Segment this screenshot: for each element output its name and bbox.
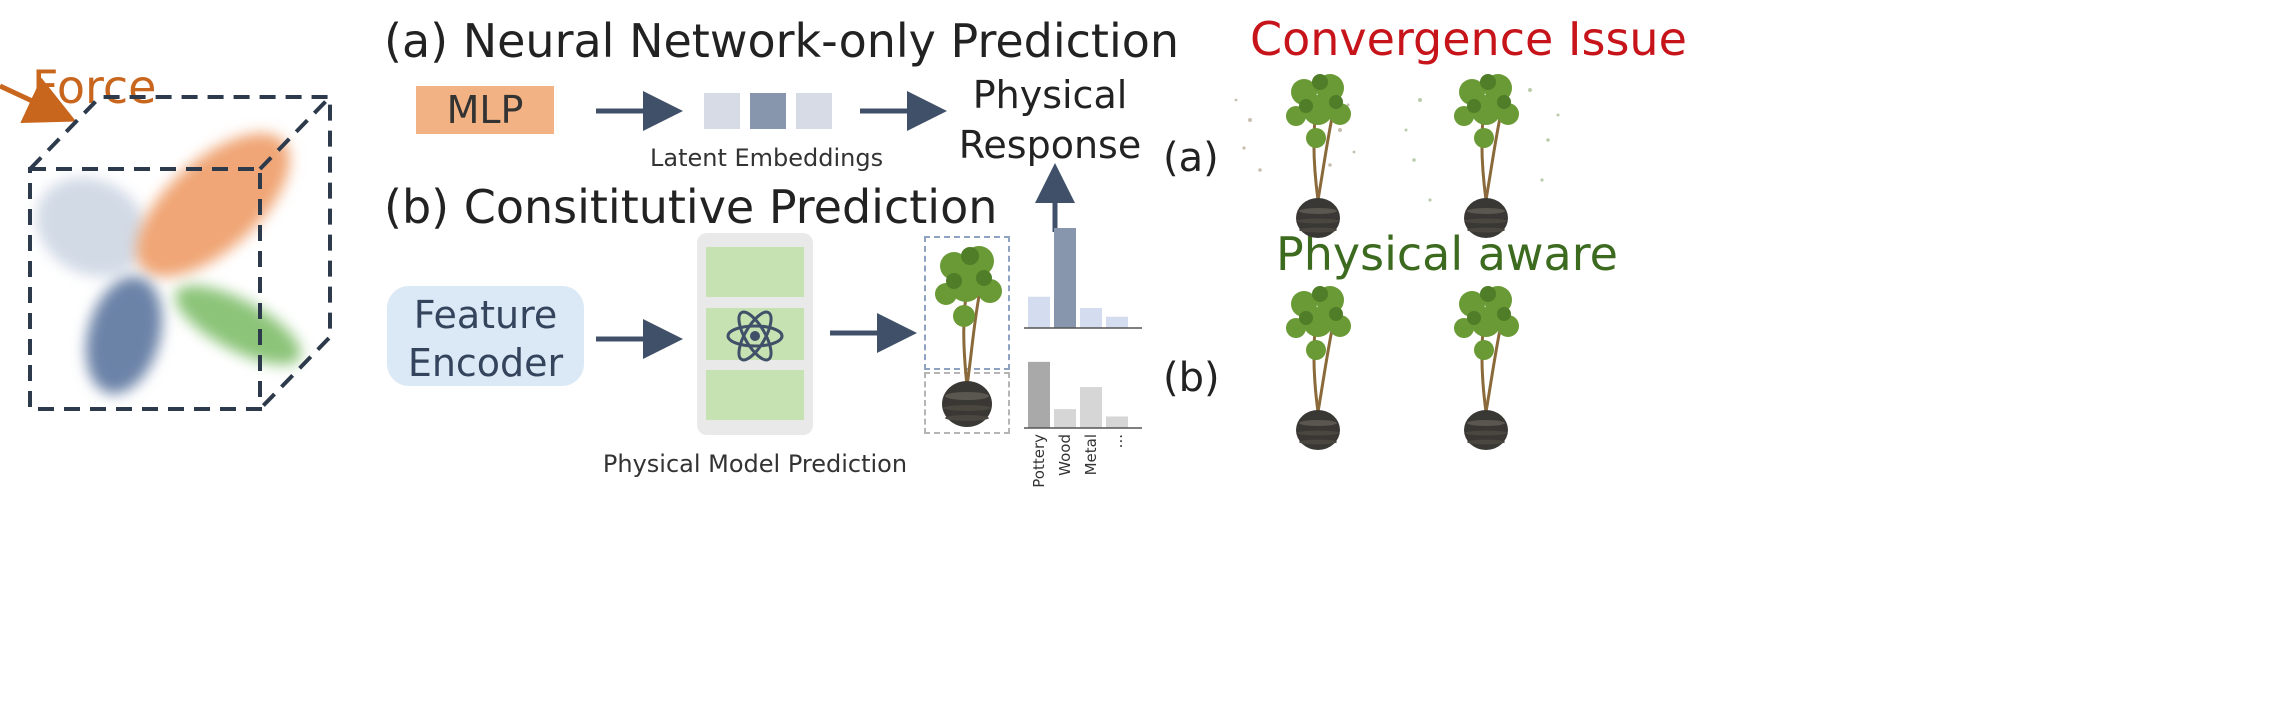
plant-physical-aware-2 [1452,284,1521,452]
physical-response-line1: Physical [972,73,1128,117]
response-bar-4 [1106,316,1128,328]
atom-icon [726,310,784,362]
feature-encoder-box [387,286,584,386]
plant-image-segmented [935,246,1002,427]
latent-embeddings-label: Latent Embeddings [650,144,884,172]
force-arrow [0,77,77,124]
material-tick-label: Metal [1082,434,1100,475]
gaussian-blob-green [175,285,301,365]
gaussian-cube-illustration [0,77,332,411]
row-b-label: (b) [1163,355,1220,401]
mlp-box [416,86,554,134]
plant-convergence-issue-2 [1404,72,1560,240]
response-bar-3 [1080,308,1102,328]
convergence-issue-title: Convergence Issue [1250,12,1687,66]
mlp-label: MLP [446,88,524,132]
panel-b-title: (b) Consititutive Prediction [384,180,998,234]
physical-model-label: Physical Model Prediction [602,450,908,478]
material-bar-charts: Pottery Wood Metal... [1024,228,1142,488]
material-tick-label: Wood [1056,434,1074,476]
material-tick-label: ... [1108,434,1126,448]
feature-encoder-line2: Encoder [407,341,564,385]
material-bar-1 [1028,361,1050,428]
panel-a-title: (a) Neural Network-only Prediction [384,14,1180,68]
plant-convergence-issue-1 [1234,72,1356,240]
material-bar-2 [1054,409,1076,428]
gaussian-blob-light [36,177,148,277]
dashed-cube [28,95,332,411]
plant-physical-aware-1 [1284,284,1353,452]
material-tick-label: Pottery [1030,434,1048,488]
latent-embedding-2 [750,93,786,129]
feature-encoder-line1: Feature [413,293,558,337]
response-bar-1 [1028,296,1050,328]
latent-embedding-3 [796,93,832,129]
material-bar-4 [1106,416,1128,428]
physical-response-line2: Response [958,123,1142,167]
flow-arrows [596,91,1075,359]
gaussian-blob-blue [85,276,163,394]
latent-embedding-1 [704,93,740,129]
result-plants [1234,72,1560,452]
model-slot-bottom [706,370,804,420]
material-bar-3 [1080,387,1102,428]
model-slot-top [706,247,804,297]
physical-aware-title: Physical aware [1276,227,1618,281]
row-a-label: (a) [1163,135,1219,181]
response-bar-2 [1054,228,1076,328]
